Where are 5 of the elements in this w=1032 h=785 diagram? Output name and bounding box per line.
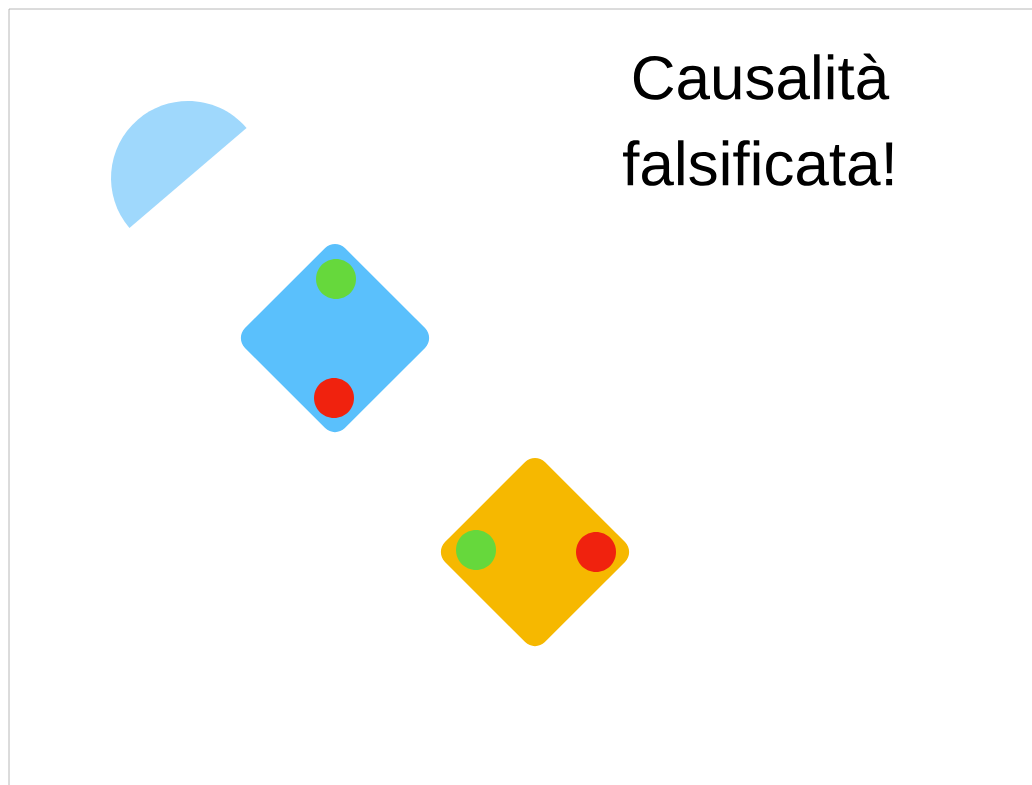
dot (316, 259, 356, 299)
dot (576, 532, 616, 572)
dot (456, 530, 496, 570)
title: Causalità falsificata! (623, 53, 893, 186)
dot (314, 378, 354, 418)
